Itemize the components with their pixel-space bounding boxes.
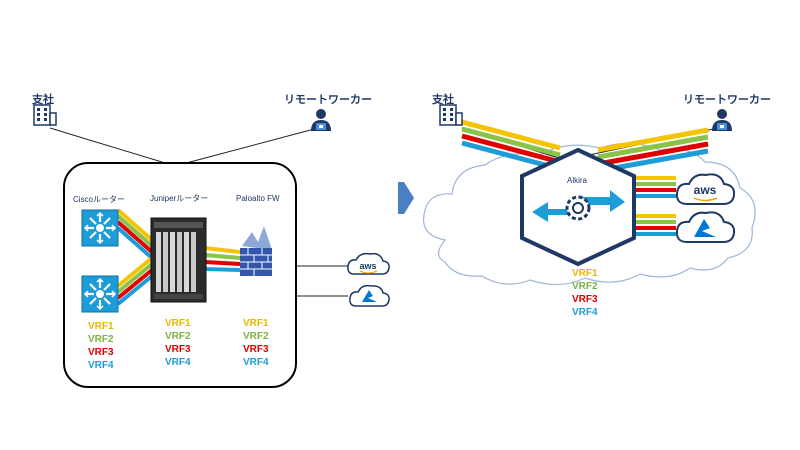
vrf4-label: VRF4: [88, 360, 114, 371]
alkira-hexagon-icon: [520, 147, 636, 267]
vrf-cables-juniper-fw: [204, 246, 241, 272]
building-icon: [439, 104, 463, 126]
vrf1-label: VRF1: [165, 318, 191, 329]
remote-link: [174, 127, 319, 167]
vrf2-label: VRF2: [165, 331, 191, 342]
vrf-cables-cisco-bottom: [116, 256, 154, 306]
vrf1-label: VRF1: [572, 268, 598, 279]
vrf-list-paloalto: VRF1 VRF2 VRF3 VRF4: [243, 317, 269, 369]
juniper-router-icon: [150, 217, 207, 303]
vrf4-label: VRF4: [243, 357, 269, 368]
vrf2-label: VRF2: [88, 334, 114, 345]
vrf2-label: VRF2: [243, 331, 269, 342]
azure-cloud-icon: [675, 211, 736, 243]
vrf-cables-aws: [634, 176, 676, 198]
vrf-cables-azure: [634, 214, 676, 236]
branch-label: 支社: [432, 94, 454, 106]
arrow-icon: [398, 182, 414, 214]
paloalto-fw-label: Paloalto FW: [236, 194, 280, 203]
remote-worker-icon: [311, 109, 331, 131]
alkira-label: Alkira: [567, 176, 588, 185]
firewall-icon: [240, 226, 272, 276]
vrf1-label: VRF1: [243, 318, 269, 329]
aws-text: aws: [359, 261, 376, 271]
aws-text: aws: [694, 183, 717, 197]
right-diagram: aws: [423, 104, 756, 286]
vrf3-label: VRF3: [88, 347, 114, 358]
aws-cloud-icon: aws: [347, 252, 390, 275]
vrf4-label: VRF4: [165, 357, 191, 368]
remote-worker-label: リモートワーカー: [284, 94, 372, 106]
vrf2-label: VRF2: [572, 281, 598, 292]
vrf-list-juniper: VRF1 VRF2 VRF3 VRF4: [165, 317, 191, 369]
cisco-router-label: Ciscoルーター: [73, 195, 126, 204]
left-diagram: aws: [33, 104, 390, 388]
building-icon: [33, 104, 57, 126]
remote-worker-label: リモートワーカー: [683, 94, 771, 106]
vrf3-label: VRF3: [165, 344, 191, 355]
vrf-list-alkira: VRF1 VRF2 VRF3 VRF4: [572, 267, 598, 319]
azure-cloud-icon: [349, 284, 390, 307]
branch-label: 支社: [32, 94, 54, 106]
vrf1-label: VRF1: [88, 321, 114, 332]
vrf-cables-cisco-top: [116, 208, 154, 260]
juniper-router-label: Juniperルーター: [150, 194, 209, 203]
remote-worker-icon: [712, 109, 732, 131]
vrf3-label: VRF3: [243, 344, 269, 355]
branch-link: [49, 127, 176, 167]
cisco-switch-icon: [80, 274, 120, 314]
cisco-switch-icon: [80, 208, 120, 248]
vrf4-label: VRF4: [572, 307, 598, 318]
vrf3-label: VRF3: [572, 294, 598, 305]
aws-cloud-icon: aws: [675, 173, 736, 205]
vrf-list-cisco: VRF1 VRF2 VRF3 VRF4: [88, 320, 114, 372]
